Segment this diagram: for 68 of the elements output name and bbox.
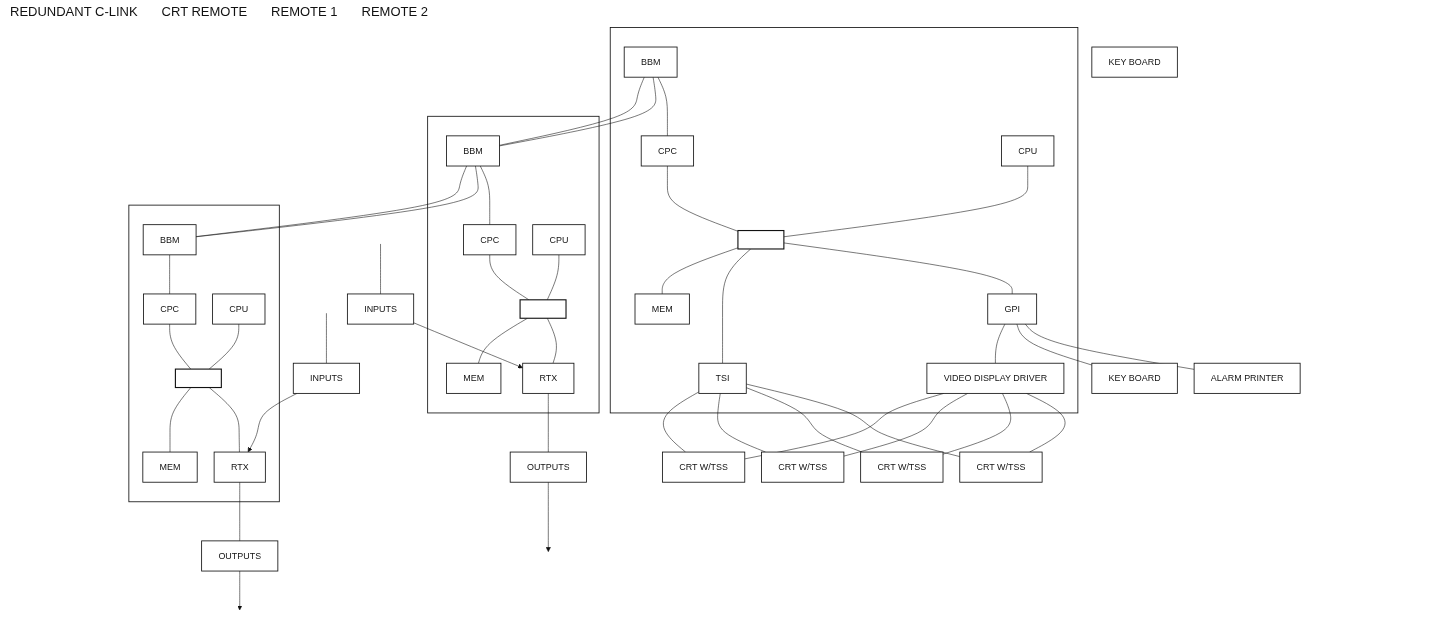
cluster bbox=[427, 115, 600, 414]
connector bbox=[480, 165, 491, 225]
label-text: REMOTE 1 bbox=[271, 4, 338, 19]
connector bbox=[1026, 393, 1066, 453]
connector bbox=[169, 323, 191, 370]
connector bbox=[169, 387, 192, 453]
connector bbox=[547, 317, 557, 364]
node-box: MEM bbox=[446, 362, 502, 394]
connector bbox=[169, 254, 170, 295]
node-box: INPUTS bbox=[346, 293, 415, 325]
connector bbox=[667, 165, 739, 232]
node-box: CPC bbox=[143, 293, 197, 325]
label-text: CRT REMOTE bbox=[161, 4, 248, 19]
node-box: BBM bbox=[623, 46, 678, 78]
node-box: CRT W/TSS bbox=[761, 451, 845, 483]
connector bbox=[783, 242, 1013, 295]
node-box: CPC bbox=[640, 135, 694, 167]
node-bar bbox=[174, 368, 222, 389]
connector bbox=[1016, 323, 1093, 366]
label-text: REMOTE 2 bbox=[361, 4, 429, 19]
connector bbox=[995, 323, 1006, 364]
node-box: TSI bbox=[698, 362, 747, 394]
connector bbox=[208, 387, 240, 453]
node-box: MEM bbox=[142, 451, 198, 483]
connector bbox=[746, 383, 961, 457]
node-box: CRT W/TSS bbox=[860, 451, 944, 483]
connector bbox=[722, 248, 751, 364]
connector bbox=[208, 323, 240, 370]
connector bbox=[661, 247, 739, 295]
connector bbox=[478, 317, 528, 364]
cluster bbox=[128, 204, 280, 503]
node-box: INPUTS bbox=[292, 362, 360, 394]
connector bbox=[663, 391, 700, 453]
node-box: CRT W/TSS bbox=[662, 451, 746, 483]
connector bbox=[489, 254, 530, 301]
node-bar bbox=[519, 299, 567, 319]
node-box: CPU bbox=[532, 224, 586, 256]
label-text: REDUNDANT C-LINK bbox=[10, 4, 138, 19]
connector bbox=[380, 243, 381, 295]
connector bbox=[548, 393, 549, 453]
node-box: VIDEO DISPLAY DRIVER bbox=[926, 362, 1065, 394]
node-box: BBM bbox=[446, 135, 500, 167]
connector bbox=[942, 393, 1011, 455]
node-box: OUTPUTS bbox=[509, 451, 587, 483]
node-box: RTX bbox=[213, 451, 266, 483]
node-box: KEY BOARD bbox=[1091, 46, 1178, 78]
node-box: MEM bbox=[634, 293, 690, 325]
node-bar bbox=[737, 230, 785, 250]
node-box: OUTPUTS bbox=[201, 540, 279, 572]
node-box: CPU bbox=[1001, 135, 1055, 167]
node-box: CRT W/TSS bbox=[959, 451, 1043, 483]
node-box: RTX bbox=[522, 362, 575, 394]
node-box: BBM bbox=[142, 224, 197, 256]
node-box: KEY BOARD bbox=[1091, 362, 1178, 394]
connector bbox=[326, 312, 327, 364]
connector bbox=[783, 165, 1028, 238]
connector bbox=[843, 393, 969, 457]
connector bbox=[1025, 323, 1195, 370]
node-box: GPI bbox=[987, 293, 1038, 325]
node-box: ALARM PRINTER bbox=[1193, 362, 1301, 394]
connector bbox=[547, 254, 560, 301]
cluster bbox=[609, 27, 1079, 414]
connector bbox=[746, 387, 863, 453]
connector bbox=[717, 393, 766, 453]
connector bbox=[657, 76, 668, 137]
node-box: CPU bbox=[212, 293, 266, 325]
node-box: CPC bbox=[463, 224, 517, 256]
connector bbox=[239, 481, 240, 542]
